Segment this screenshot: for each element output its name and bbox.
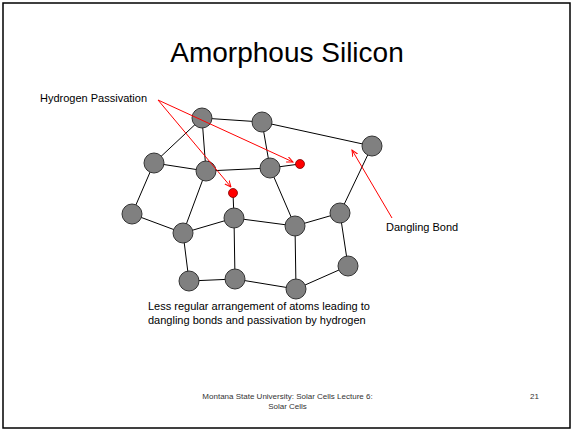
callout-label: Dangling Bond	[386, 221, 458, 233]
hydrogen-atoms	[229, 160, 305, 198]
callout-label: Hydrogen Passivation	[40, 92, 147, 104]
silicon-atoms	[122, 108, 382, 299]
caption-text: Less regular arrangement of atoms leadin…	[148, 300, 398, 328]
page-number: 21	[530, 392, 539, 401]
footer-text: Montana State University: Solar Cells Le…	[200, 392, 375, 411]
leader-arrows	[158, 100, 392, 218]
slide-title: Amorphous Silicon	[0, 36, 574, 70]
